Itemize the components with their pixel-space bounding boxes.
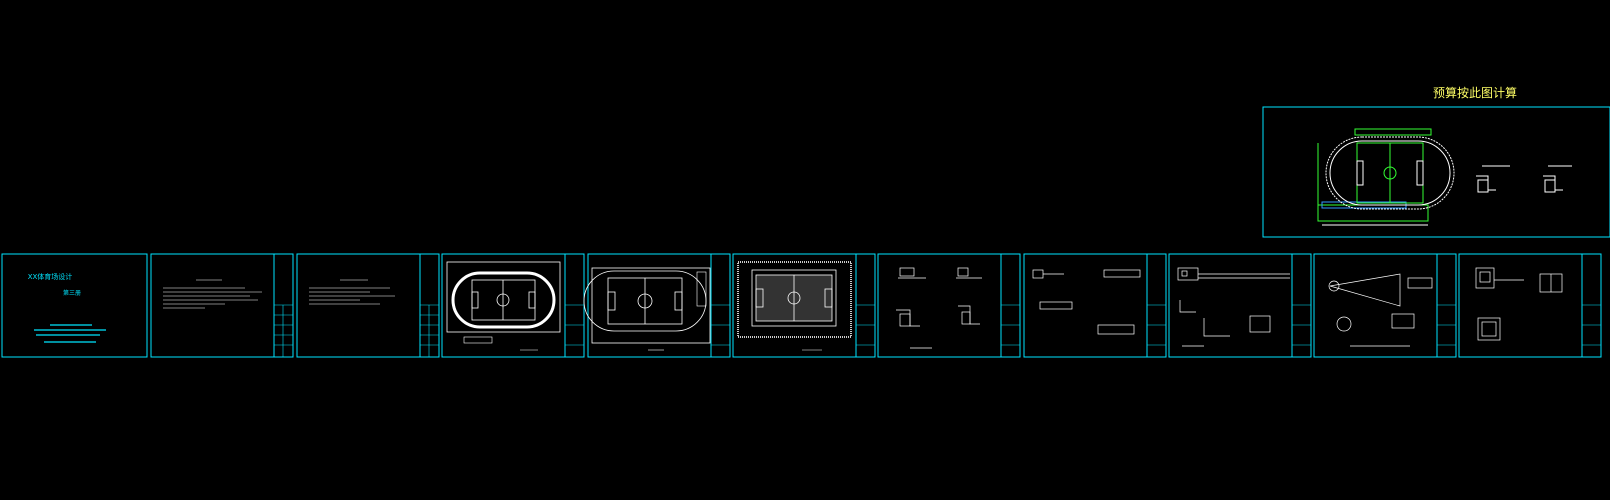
cover-volume: 第三册 bbox=[63, 289, 81, 297]
title-block-ticks bbox=[565, 304, 1601, 346]
sheet-design-notes-1[interactable] bbox=[150, 253, 294, 358]
sheet-details-3[interactable] bbox=[1168, 253, 1312, 358]
section-details-11 bbox=[1475, 267, 1563, 341]
section-details-8 bbox=[1032, 269, 1141, 335]
notes-text-lines-2 bbox=[309, 279, 395, 305]
sheet-details-5[interactable] bbox=[1458, 253, 1602, 358]
preview-section-details bbox=[1476, 165, 1572, 193]
cover-project-title: XX体育场设计 bbox=[28, 272, 73, 281]
drawing-sheets-row: XX体育场设计 第三册 bbox=[1, 253, 1602, 358]
title-block-3 bbox=[420, 304, 439, 357]
sheet-paving-plan[interactable] bbox=[732, 253, 876, 358]
sheet-details-2[interactable] bbox=[1023, 253, 1167, 358]
budget-note-title: 预算按此图计算 bbox=[1433, 85, 1517, 100]
sheet-design-notes-2[interactable] bbox=[296, 253, 440, 358]
cover-info-lines bbox=[34, 324, 106, 343]
preview-track-plan bbox=[1317, 128, 1455, 226]
sheet-details-1[interactable] bbox=[877, 253, 1021, 358]
section-details-7 bbox=[896, 267, 982, 349]
budget-preview-block[interactable]: 预算按此图计算 bbox=[1262, 85, 1610, 238]
sheet-field-layout[interactable] bbox=[583, 253, 731, 358]
section-details-9 bbox=[1177, 267, 1290, 347]
title-block-2 bbox=[274, 304, 293, 357]
section-details-10 bbox=[1328, 273, 1433, 347]
preview-frame bbox=[1262, 106, 1610, 238]
sheet-details-4[interactable] bbox=[1313, 253, 1457, 358]
sheet-cover[interactable]: XX体育场设计 第三册 bbox=[1, 253, 148, 358]
notes-text-lines-1 bbox=[163, 279, 262, 309]
